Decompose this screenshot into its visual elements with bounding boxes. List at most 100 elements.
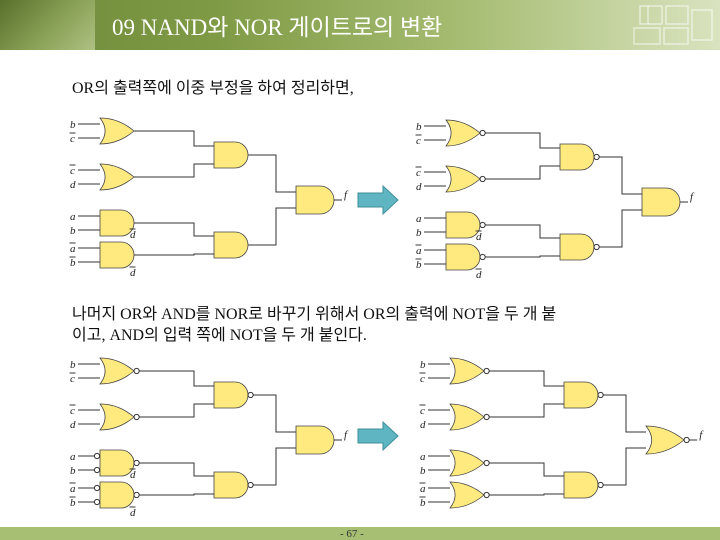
wire: [248, 207, 296, 246]
text-line-1: OR의 출력쪽에 이중 부정을 하여 정리하면,: [72, 80, 354, 97]
or-gate: [99, 163, 135, 191]
header-bar: 09 NAND와 NOR 게이트로의 변환: [0, 0, 720, 50]
wire: [139, 403, 214, 418]
inversion-bubble: [133, 413, 140, 421]
inversion-bubble: [93, 484, 101, 492]
variable-label: d: [130, 267, 136, 279]
inversion-bubble: [593, 153, 600, 161]
or-gate: [449, 357, 485, 385]
and-gate: [99, 241, 135, 269]
variable-label: a: [70, 451, 76, 463]
and-gate: [213, 471, 249, 499]
wire: [134, 163, 214, 178]
variable-label: f: [699, 429, 704, 441]
variable-label: b: [70, 359, 76, 371]
variable-label: b: [70, 465, 76, 477]
inversion-bubble: [597, 481, 604, 489]
variable-label: c: [416, 135, 421, 147]
inversion-bubble: [133, 491, 140, 499]
or-gate: [645, 425, 685, 455]
wire: [134, 130, 214, 147]
inversion-bubble: [479, 221, 486, 229]
header-photo: [0, 0, 95, 50]
variable-label: a: [70, 483, 76, 495]
variable-label: b: [70, 225, 76, 237]
or-gate: [99, 117, 135, 145]
inversion-bubble: [479, 175, 486, 183]
variable-label: b: [70, 119, 76, 131]
inversion-bubble: [93, 452, 101, 460]
wire: [139, 370, 214, 387]
arrow-icon: [357, 420, 399, 452]
variable-label: a: [416, 213, 422, 225]
wire: [253, 447, 296, 486]
variable-label: d: [70, 419, 76, 431]
variable-label: d: [130, 507, 136, 519]
variable-label: d: [130, 229, 136, 241]
and-gate: [563, 471, 599, 499]
inversion-bubble: [483, 459, 490, 467]
variable-label: b: [416, 227, 422, 239]
header-decoration: [633, 5, 713, 45]
inversion-bubble: [133, 367, 140, 375]
slide-title: 09 NAND와 NOR 게이트로의 변환: [112, 15, 443, 40]
inversion-bubble: [683, 436, 690, 444]
footer-bar: [0, 527, 720, 540]
variable-label: c: [70, 165, 75, 177]
inversion-bubble: [483, 367, 490, 375]
and-gate: [213, 141, 249, 169]
and-gate: [295, 185, 335, 215]
or-gate: [445, 165, 481, 193]
and-gate: [213, 231, 249, 259]
variable-label: c: [70, 405, 75, 417]
wire: [489, 370, 564, 387]
variable-label: c: [70, 373, 75, 385]
variable-label: b: [420, 497, 426, 509]
inversion-bubble: [247, 391, 254, 399]
and-gate: [99, 481, 135, 509]
wire: [603, 447, 646, 486]
variable-label: d: [476, 269, 482, 281]
wire: [489, 493, 564, 496]
wire: [134, 253, 214, 256]
wire: [489, 403, 564, 418]
or-gate: [99, 357, 135, 385]
variable-label: b: [70, 497, 76, 509]
inversion-bubble: [93, 498, 101, 506]
variable-label: d: [70, 179, 76, 191]
variable-label: a: [70, 211, 76, 223]
wire: [485, 255, 560, 258]
inversion-bubble: [479, 129, 486, 137]
variable-label: a: [70, 243, 76, 255]
and-gate: [445, 211, 481, 239]
wire: [603, 394, 646, 433]
variable-label: b: [420, 359, 426, 371]
variable-label: d: [130, 469, 136, 481]
and-gate: [641, 187, 681, 217]
variable-label: c: [420, 373, 425, 385]
variable-label: c: [420, 405, 425, 417]
variable-label: a: [416, 245, 422, 257]
inversion-bubble: [133, 459, 140, 467]
wire: [599, 209, 642, 248]
inversion-bubble: [247, 481, 254, 489]
inversion-bubble: [483, 413, 490, 421]
inversion-bubble: [593, 243, 600, 251]
variable-label: b: [420, 465, 426, 477]
and-gate: [99, 449, 135, 477]
variable-label: b: [416, 259, 422, 271]
or-gate: [449, 449, 485, 477]
and-gate: [295, 425, 335, 455]
variable-label: a: [420, 451, 426, 463]
and-gate: [213, 381, 249, 409]
wire: [485, 165, 560, 180]
variable-label: f: [344, 189, 349, 201]
and-gate: [445, 243, 481, 271]
variable-label: f: [344, 429, 349, 441]
or-gate: [449, 403, 485, 431]
variable-label: d: [416, 181, 422, 193]
text-line-2: 나머지 OR와 AND를 NOR로 바꾸기 위해서 OR의 출력에 NOT을 두…: [72, 306, 557, 323]
or-gate: [449, 481, 485, 509]
variable-label: d: [420, 419, 426, 431]
